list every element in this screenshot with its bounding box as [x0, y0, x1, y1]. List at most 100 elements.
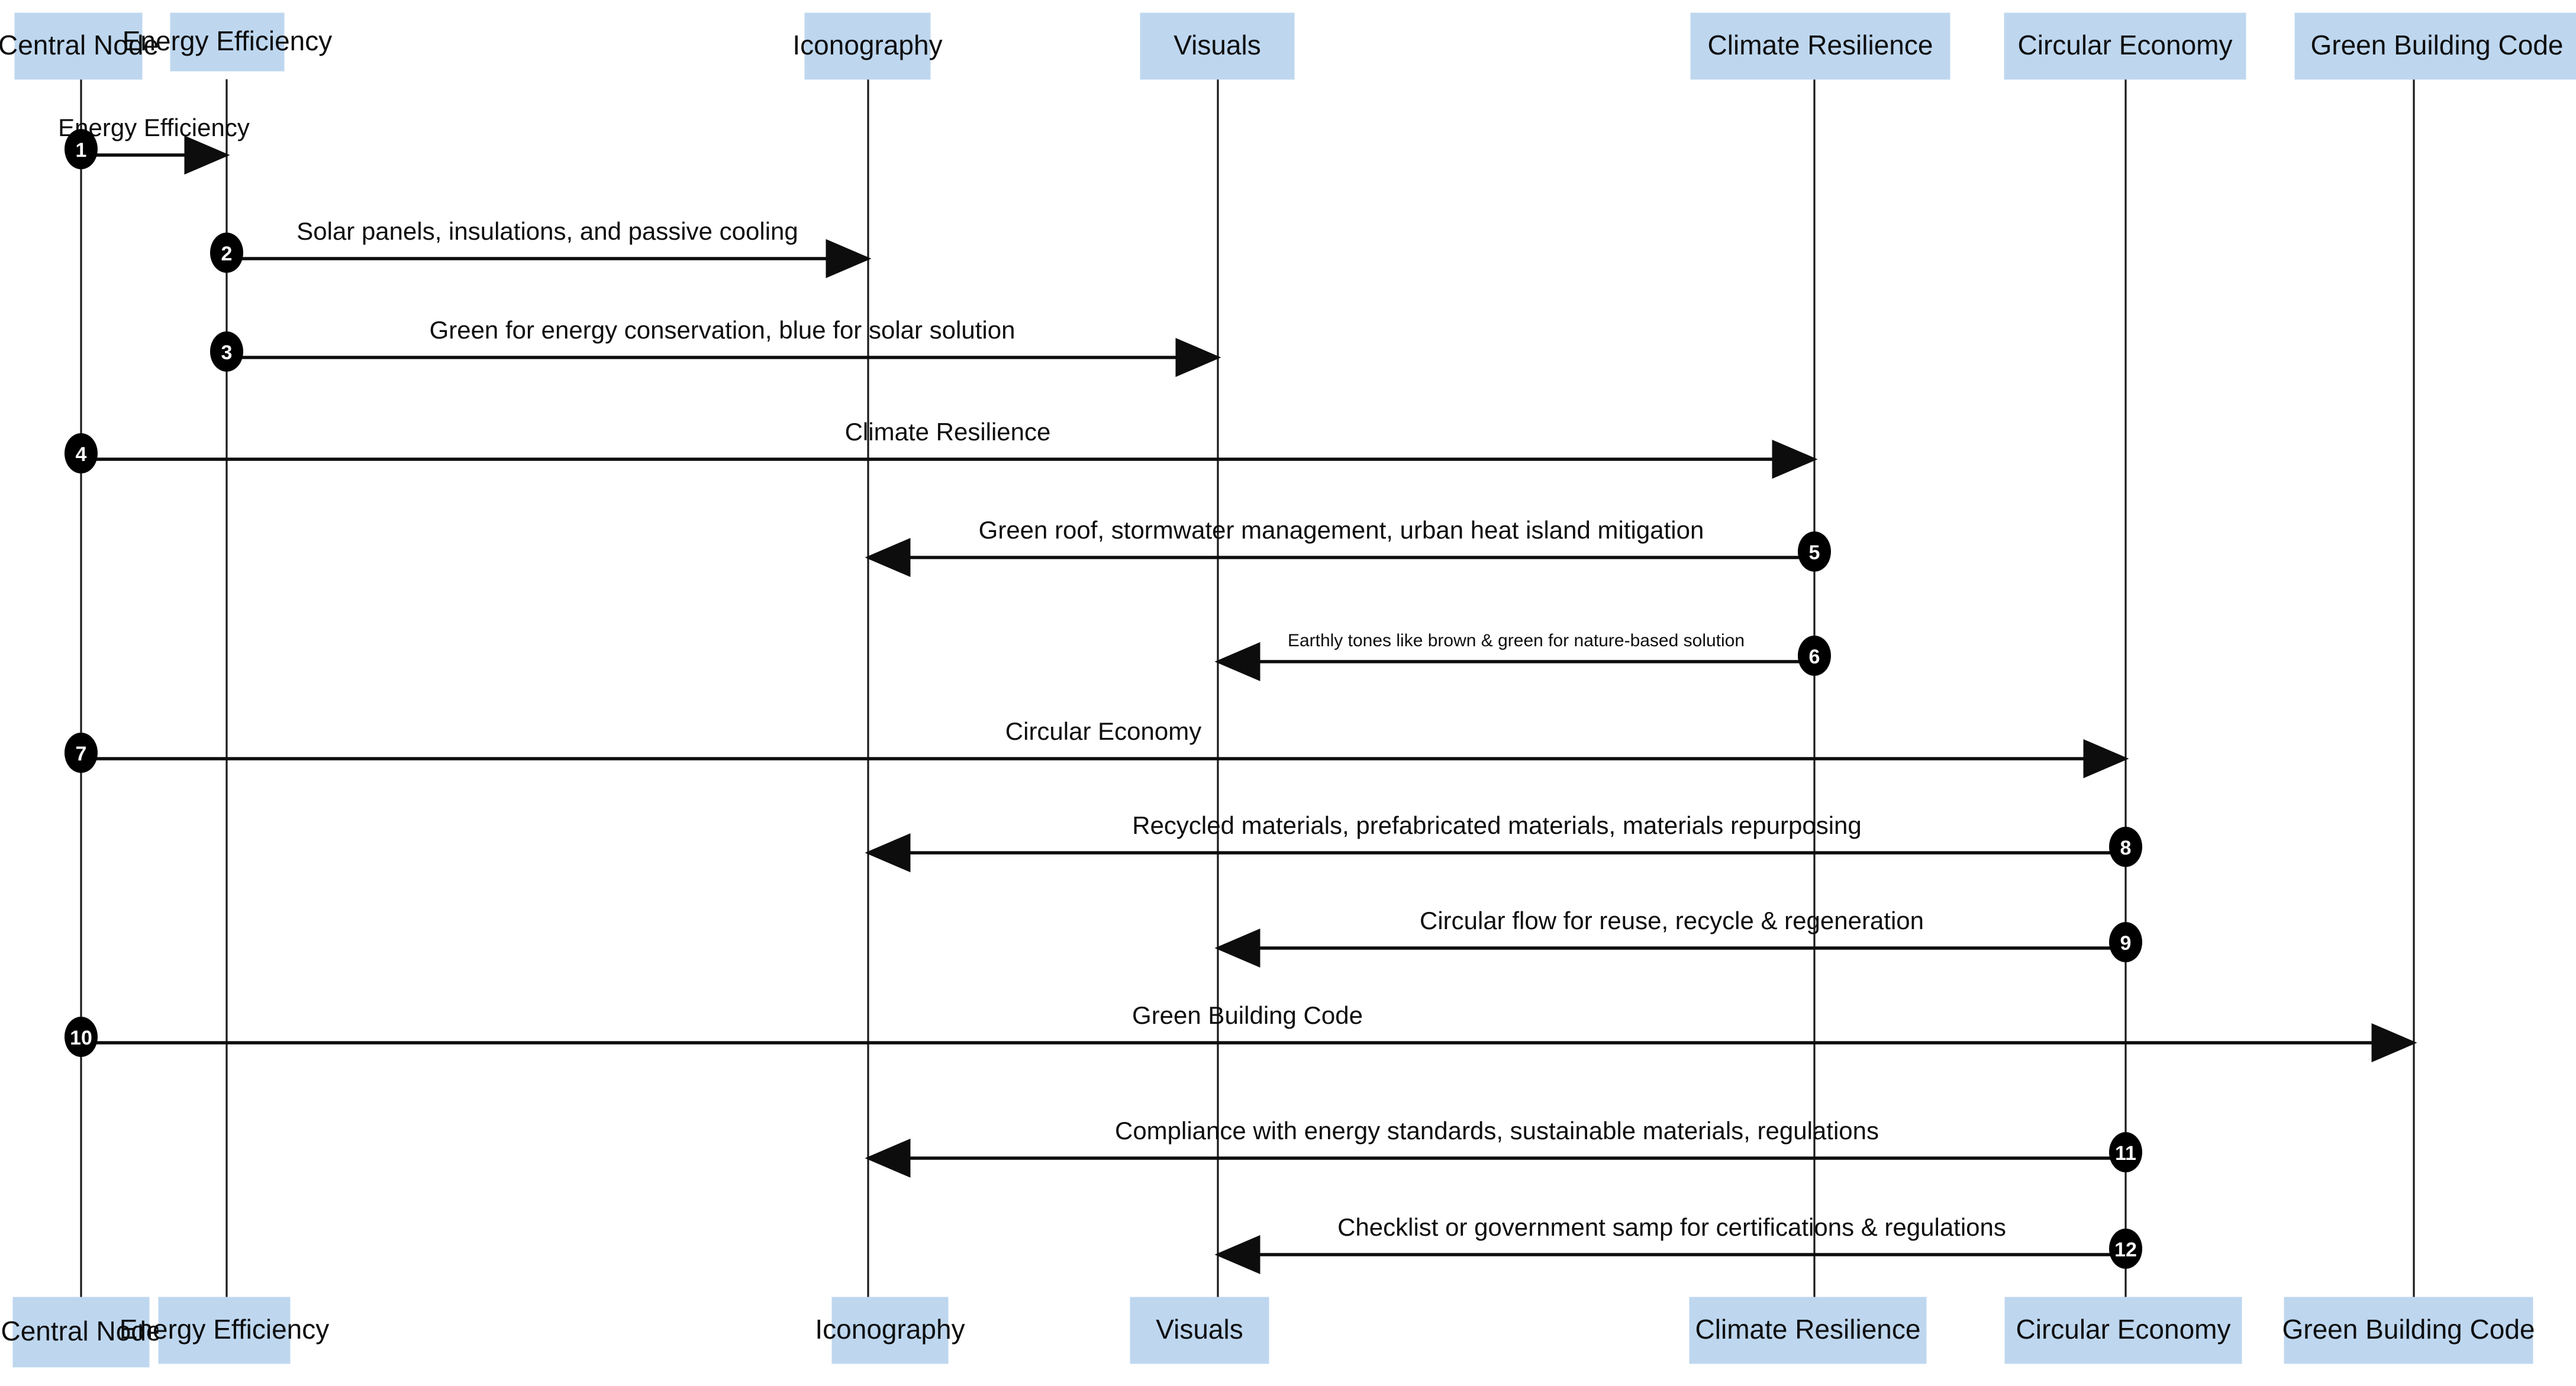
bottom-actor-circular[interactable]: Circular Economy: [2004, 1297, 2242, 1364]
sequence-marker-circle-6[interactable]: [1798, 636, 1831, 676]
sequence-marker-7[interactable]: 7: [65, 733, 98, 773]
sequence-marker-circle-8[interactable]: [2109, 827, 2142, 867]
bottom-actor-box-visuals[interactable]: [1130, 1297, 1269, 1364]
top-actor-label-circular: Circular Economy: [2018, 30, 2233, 60]
sequence-marker-12[interactable]: 12: [2109, 1229, 2142, 1269]
sequence-marker-circle-2[interactable]: [210, 233, 243, 273]
lifelines-layer: [80, 79, 2415, 1300]
sequence-marker-number-5: 5: [1809, 541, 1820, 564]
top-actor-central[interactable]: Central Node: [0, 12, 159, 80]
bottom-actor-climate[interactable]: Climate Resilience: [1689, 1297, 1927, 1364]
top-actor-label-green: Green Building Code: [2310, 30, 2563, 60]
top-actor-icon[interactable]: Iconography: [792, 12, 943, 80]
sequence-marker-number-11: 11: [2115, 1142, 2136, 1165]
sequence-marker-number-10: 10: [70, 1027, 92, 1049]
top-actor-label-central: Central Node: [0, 30, 159, 60]
message-label-6: Earthly tones like brown & green for nat…: [1288, 631, 1745, 650]
sequence-marker-circle-7[interactable]: [65, 733, 98, 773]
top-actor-climate[interactable]: Climate Resilience: [1690, 12, 1950, 80]
sequence-marker-9[interactable]: 9: [2109, 922, 2142, 962]
message-12[interactable]: Checklist or government samp for certifi…: [1214, 1213, 2142, 1274]
sequence-marker-2[interactable]: 2: [210, 233, 243, 273]
bottom-actor-box-central[interactable]: [12, 1297, 150, 1368]
message-label-9: Circular flow for reuse, recycle & regen…: [1420, 907, 1924, 934]
top-actor-label-icon: Iconography: [792, 30, 942, 60]
bottom-actor-box-energy[interactable]: [158, 1297, 291, 1364]
sequence-marker-number-12: 12: [2114, 1239, 2137, 1261]
top-actor-box-climate[interactable]: [1690, 12, 1950, 80]
bottom-actor-visuals[interactable]: Visuals: [1130, 1297, 1269, 1364]
message-6[interactable]: Earthly tones like brown & green for nat…: [1214, 631, 1831, 681]
bottom-actor-box-climate[interactable]: [1689, 1297, 1927, 1364]
sequence-marker-circle-4[interactable]: [65, 433, 98, 473]
sequence-marker-number-4: 4: [76, 443, 87, 466]
bottom-actor-icon[interactable]: Iconography: [815, 1297, 965, 1364]
sequence-marker-number-8: 8: [2120, 837, 2132, 859]
top-actor-energy[interactable]: Energy Efficiency: [122, 12, 333, 72]
bottom-actor-label-icon: Iconography: [815, 1314, 965, 1345]
bottom-actor-label-central: Central Node: [1, 1316, 161, 1346]
sequence-marker-number-3: 3: [221, 341, 233, 364]
bottom-actor-box-green[interactable]: [2284, 1297, 2533, 1364]
sequence-marker-circle-1[interactable]: [65, 129, 98, 169]
sequence-marker-circle-5[interactable]: [1798, 531, 1831, 572]
top-actor-green[interactable]: Green Building Code: [2294, 12, 2576, 80]
top-actor-circular[interactable]: Circular Economy: [2004, 12, 2246, 80]
bottom-actor-label-climate: Climate Resilience: [1695, 1314, 1921, 1345]
sequence-marker-5[interactable]: 5: [1798, 531, 1831, 572]
sequence-marker-circle-11[interactable]: [2109, 1132, 2142, 1172]
sequence-marker-3[interactable]: 3: [210, 331, 243, 372]
bottom-actor-box-circular[interactable]: [2004, 1297, 2242, 1364]
sequence-marker-circle-9[interactable]: [2109, 922, 2142, 962]
message-label-8: Recycled materials, prefabricated materi…: [1132, 811, 1862, 839]
message-7[interactable]: Circular Economy 7: [65, 717, 2129, 778]
bottom-actor-box-icon[interactable]: [831, 1297, 949, 1364]
sequence-marker-number-7: 7: [76, 743, 87, 765]
message-label-12: Checklist or government samp for certifi…: [1337, 1213, 2006, 1241]
top-actor-label-energy: Energy Efficiency: [122, 25, 333, 56]
message-label-2: Solar panels, insulations, and passive c…: [296, 217, 798, 245]
sequence-marker-number-6: 6: [1809, 646, 1820, 668]
sequence-marker-6[interactable]: 6: [1798, 636, 1831, 676]
sequence-marker-10[interactable]: 10: [65, 1017, 98, 1057]
bottom-actor-label-green: Green Building Code: [2282, 1314, 2535, 1345]
bottom-actor-central[interactable]: Central Node: [1, 1297, 162, 1368]
top-actor-box-circular[interactable]: [2004, 12, 2246, 80]
top-actor-box-visuals[interactable]: [1140, 12, 1295, 80]
bottom-actor-green[interactable]: Green Building Code: [2282, 1297, 2535, 1364]
top-actor-box-icon[interactable]: [804, 12, 931, 80]
bottom-actor-label-energy: Energy Efficiency: [120, 1314, 330, 1345]
sequence-marker-number-2: 2: [221, 243, 233, 265]
sequence-marker-11[interactable]: 11: [2109, 1132, 2142, 1172]
message-5[interactable]: Green roof, stormwater management, urban…: [865, 516, 1831, 577]
top-actor-label-visuals: Visuals: [1173, 30, 1260, 60]
message-11[interactable]: Compliance with energy standards, sustai…: [865, 1117, 2142, 1178]
message-9[interactable]: Circular flow for reuse, recycle & regen…: [1214, 907, 2142, 968]
message-8[interactable]: Recycled materials, prefabricated materi…: [865, 811, 2142, 872]
message-label-7: Circular Economy: [1005, 717, 1201, 745]
sequence-marker-4[interactable]: 4: [65, 433, 98, 473]
message-2[interactable]: Solar panels, insulations, and passive c…: [210, 217, 872, 278]
top-actor-visuals[interactable]: Visuals: [1140, 12, 1295, 80]
sequence-marker-circle-10[interactable]: [65, 1017, 98, 1057]
sequence-marker-circle-12[interactable]: [2109, 1229, 2142, 1269]
message-label-11: Compliance with energy standards, sustai…: [1115, 1117, 1879, 1145]
sequence-marker-circle-3[interactable]: [210, 331, 243, 372]
bottom-actor-energy[interactable]: Energy Efficiency: [120, 1297, 330, 1364]
sequence-marker-8[interactable]: 8: [2109, 827, 2142, 867]
message-3[interactable]: Green for energy conservation, blue for …: [210, 316, 1221, 377]
top-actor-box-central[interactable]: [14, 12, 143, 80]
sequence-marker-1[interactable]: 1: [65, 129, 98, 169]
top-actor-box-green[interactable]: [2294, 12, 2576, 80]
message-label-3: Green for energy conservation, blue for …: [430, 316, 1015, 344]
sequence-marker-number-1: 1: [76, 139, 87, 162]
top-actor-box-energy[interactable]: [170, 12, 285, 72]
bottom-actor-label-visuals: Visuals: [1156, 1314, 1243, 1345]
